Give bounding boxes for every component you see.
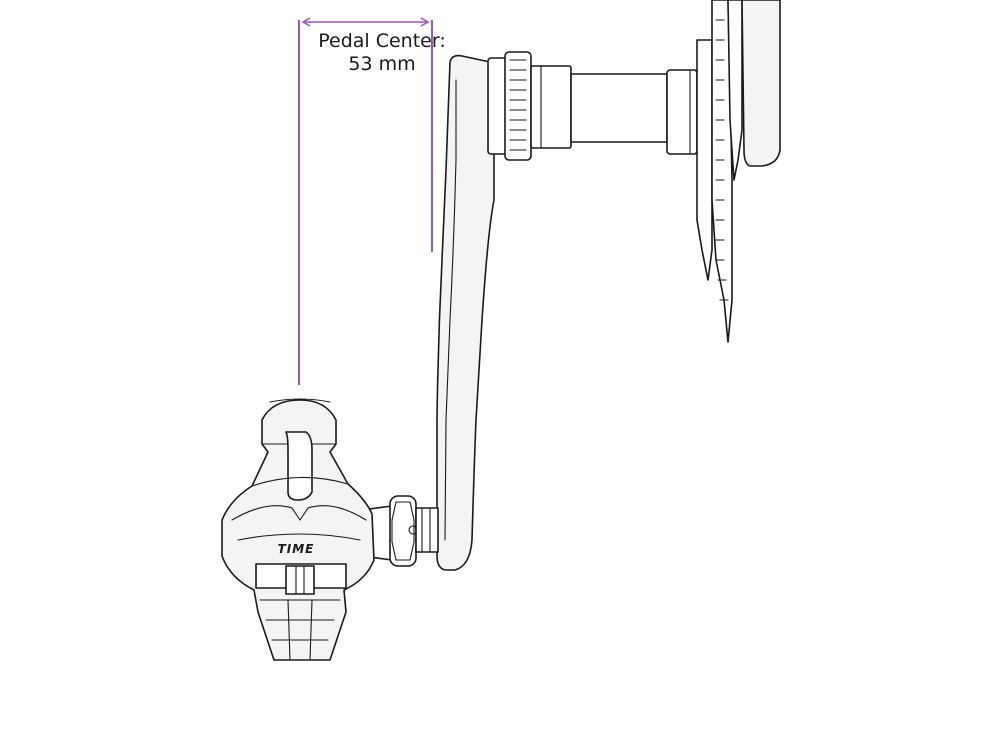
pedal-body bbox=[221, 398, 375, 661]
crank-arm bbox=[436, 54, 495, 571]
dimension-label-line2: 53 mm bbox=[348, 53, 416, 75]
dimension-label-line1: Pedal Center: bbox=[318, 30, 446, 52]
pedal-brand-text: TIME bbox=[278, 542, 315, 556]
bottom-bracket bbox=[487, 51, 698, 161]
dimension-label: Pedal Center: 53 mm bbox=[282, 30, 482, 76]
dimension-markers bbox=[298, 17, 433, 385]
chainring bbox=[696, 0, 781, 343]
